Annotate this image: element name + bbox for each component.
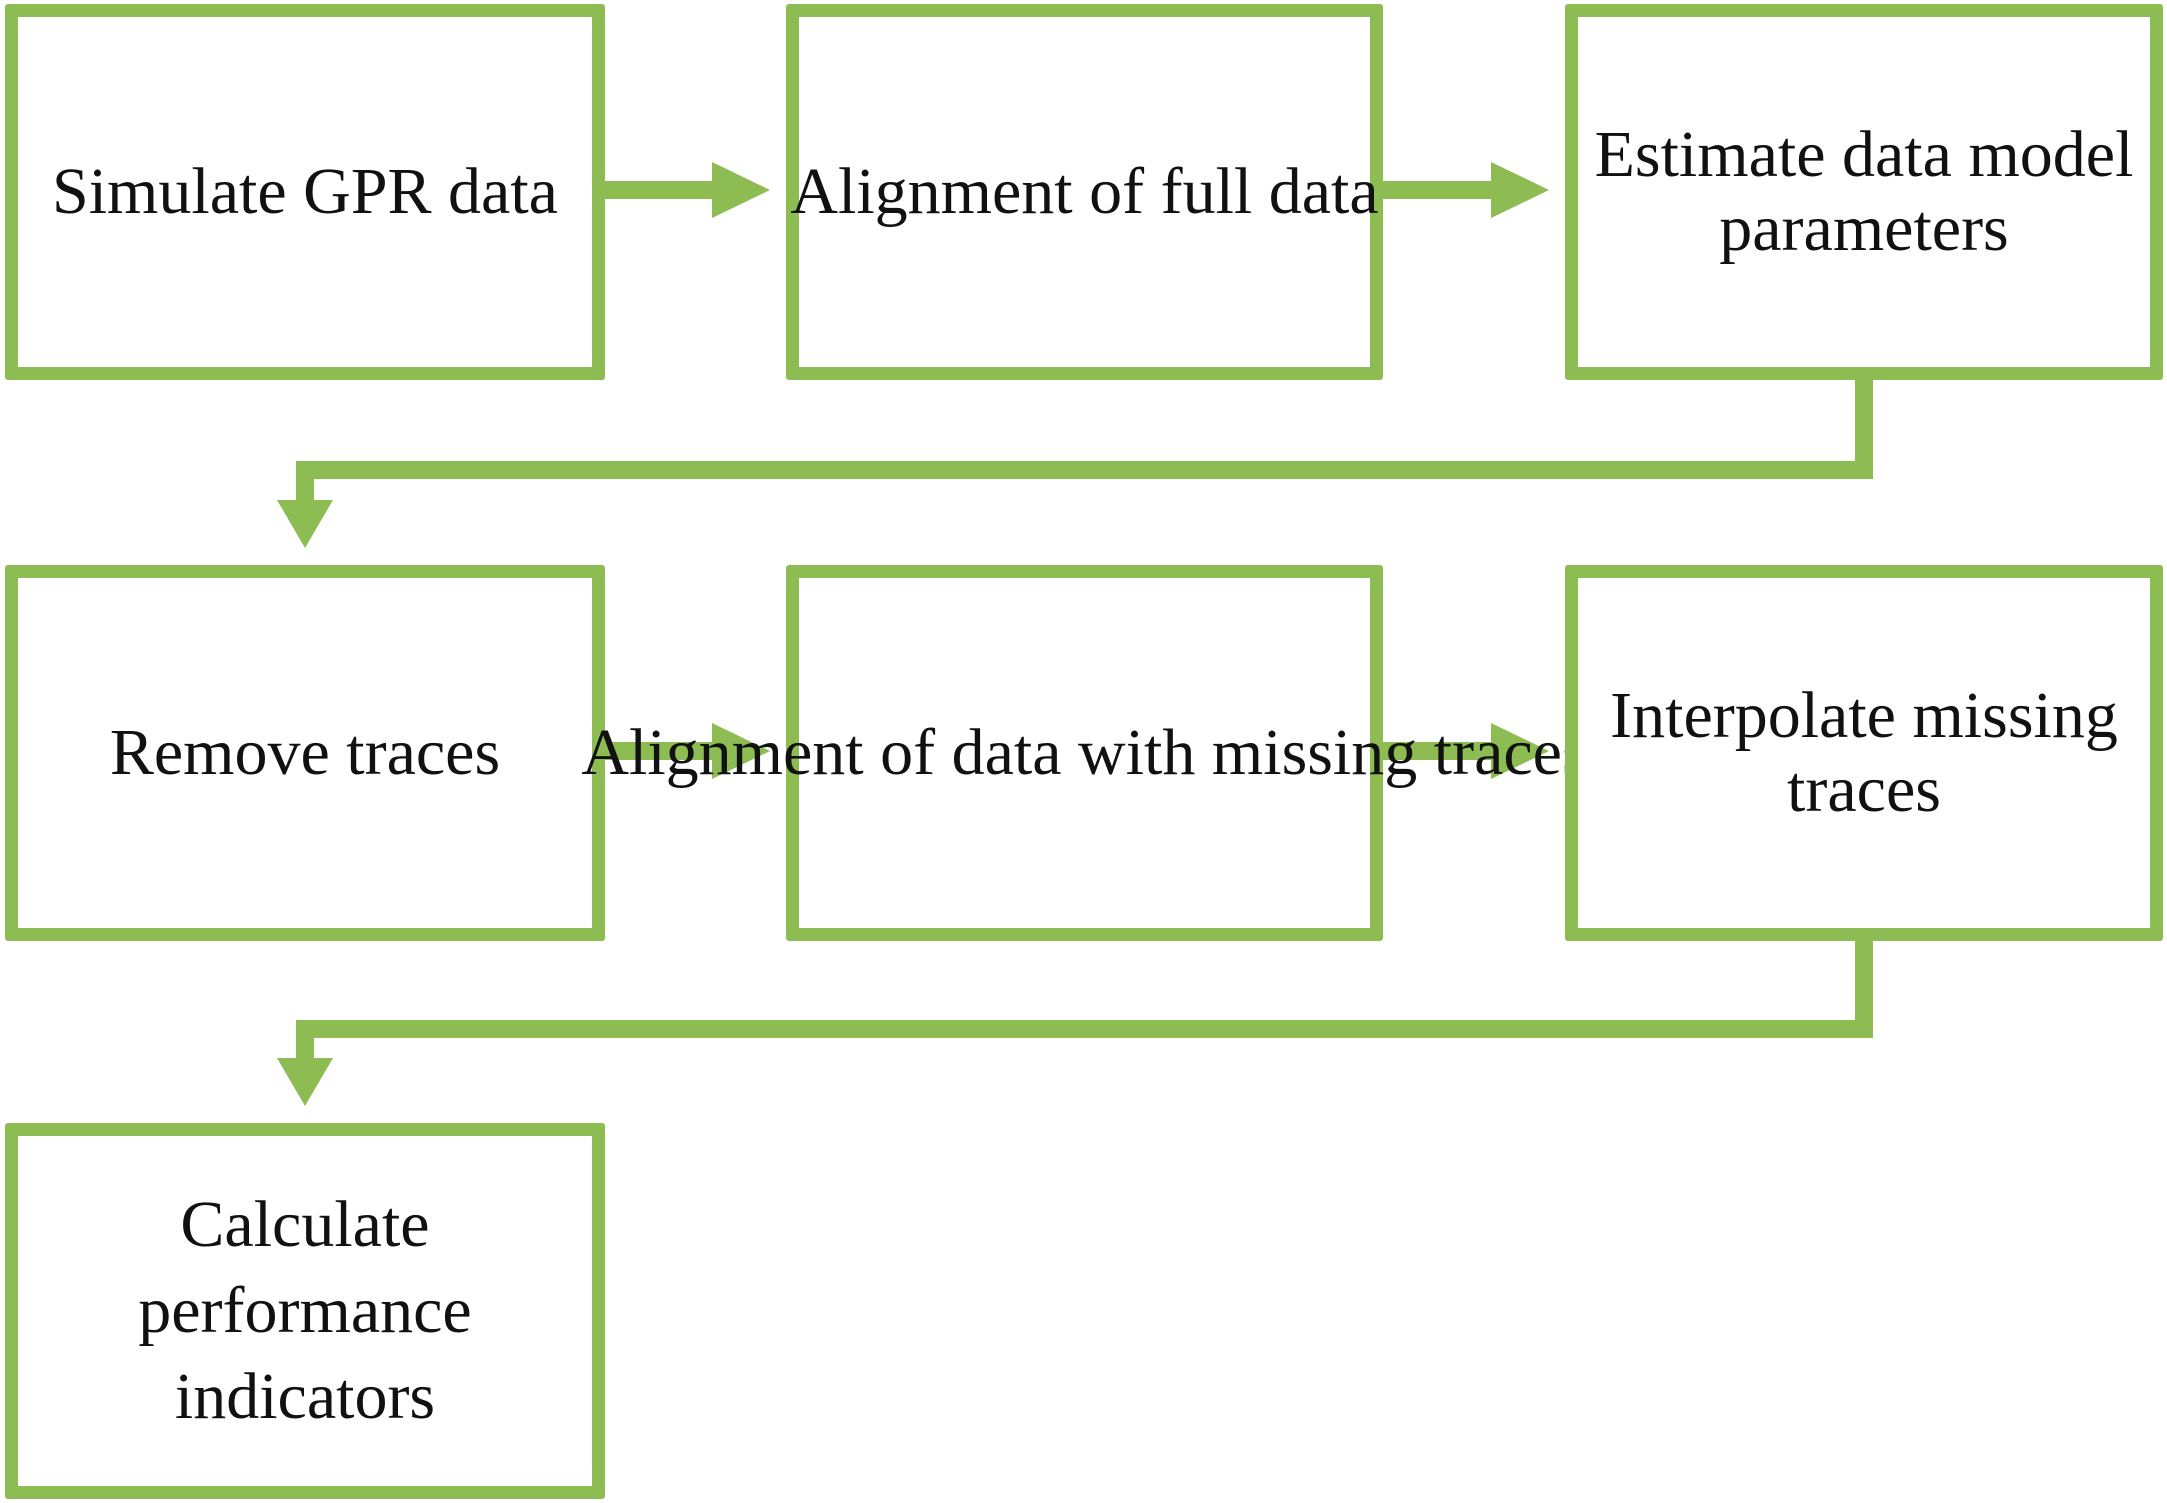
arrow-step5-to-step6 xyxy=(1383,723,1549,779)
arrow-step2-to-step3 xyxy=(1383,162,1549,218)
step-label: Calculate performance indicators xyxy=(138,1188,472,1433)
arrow-step1-to-step2 xyxy=(605,162,770,218)
step-label: Remove traces xyxy=(109,716,501,789)
step-simulate-gpr-data: Simulate GPR data xyxy=(5,4,605,380)
connector-step6-to-step7 xyxy=(277,941,1873,1106)
step-interpolate-missing-traces: Interpolate missing traces xyxy=(1565,565,2163,941)
step-label: Interpolate missing traces xyxy=(1610,679,2118,826)
step-label: Estimate data model parameters xyxy=(1594,118,2134,265)
connector-step3-to-step4 xyxy=(277,380,1873,548)
step-label: Alignment of data with missing traces xyxy=(581,716,1588,789)
step-remove-traces: Remove traces xyxy=(5,565,605,941)
step-alignment-full-data: Alignment of full data xyxy=(786,4,1383,380)
step-label: Simulate GPR data xyxy=(52,155,558,228)
step-label: Alignment of full data xyxy=(790,155,1379,228)
step-estimate-model-parameters: Estimate data model parameters xyxy=(1565,4,2163,380)
step-calculate-performance-indicators: Calculate performance indicators xyxy=(5,1123,605,1499)
arrow-step4-to-step5 xyxy=(605,723,770,779)
step-alignment-missing-traces: Alignment of data with missing traces xyxy=(581,565,1588,941)
